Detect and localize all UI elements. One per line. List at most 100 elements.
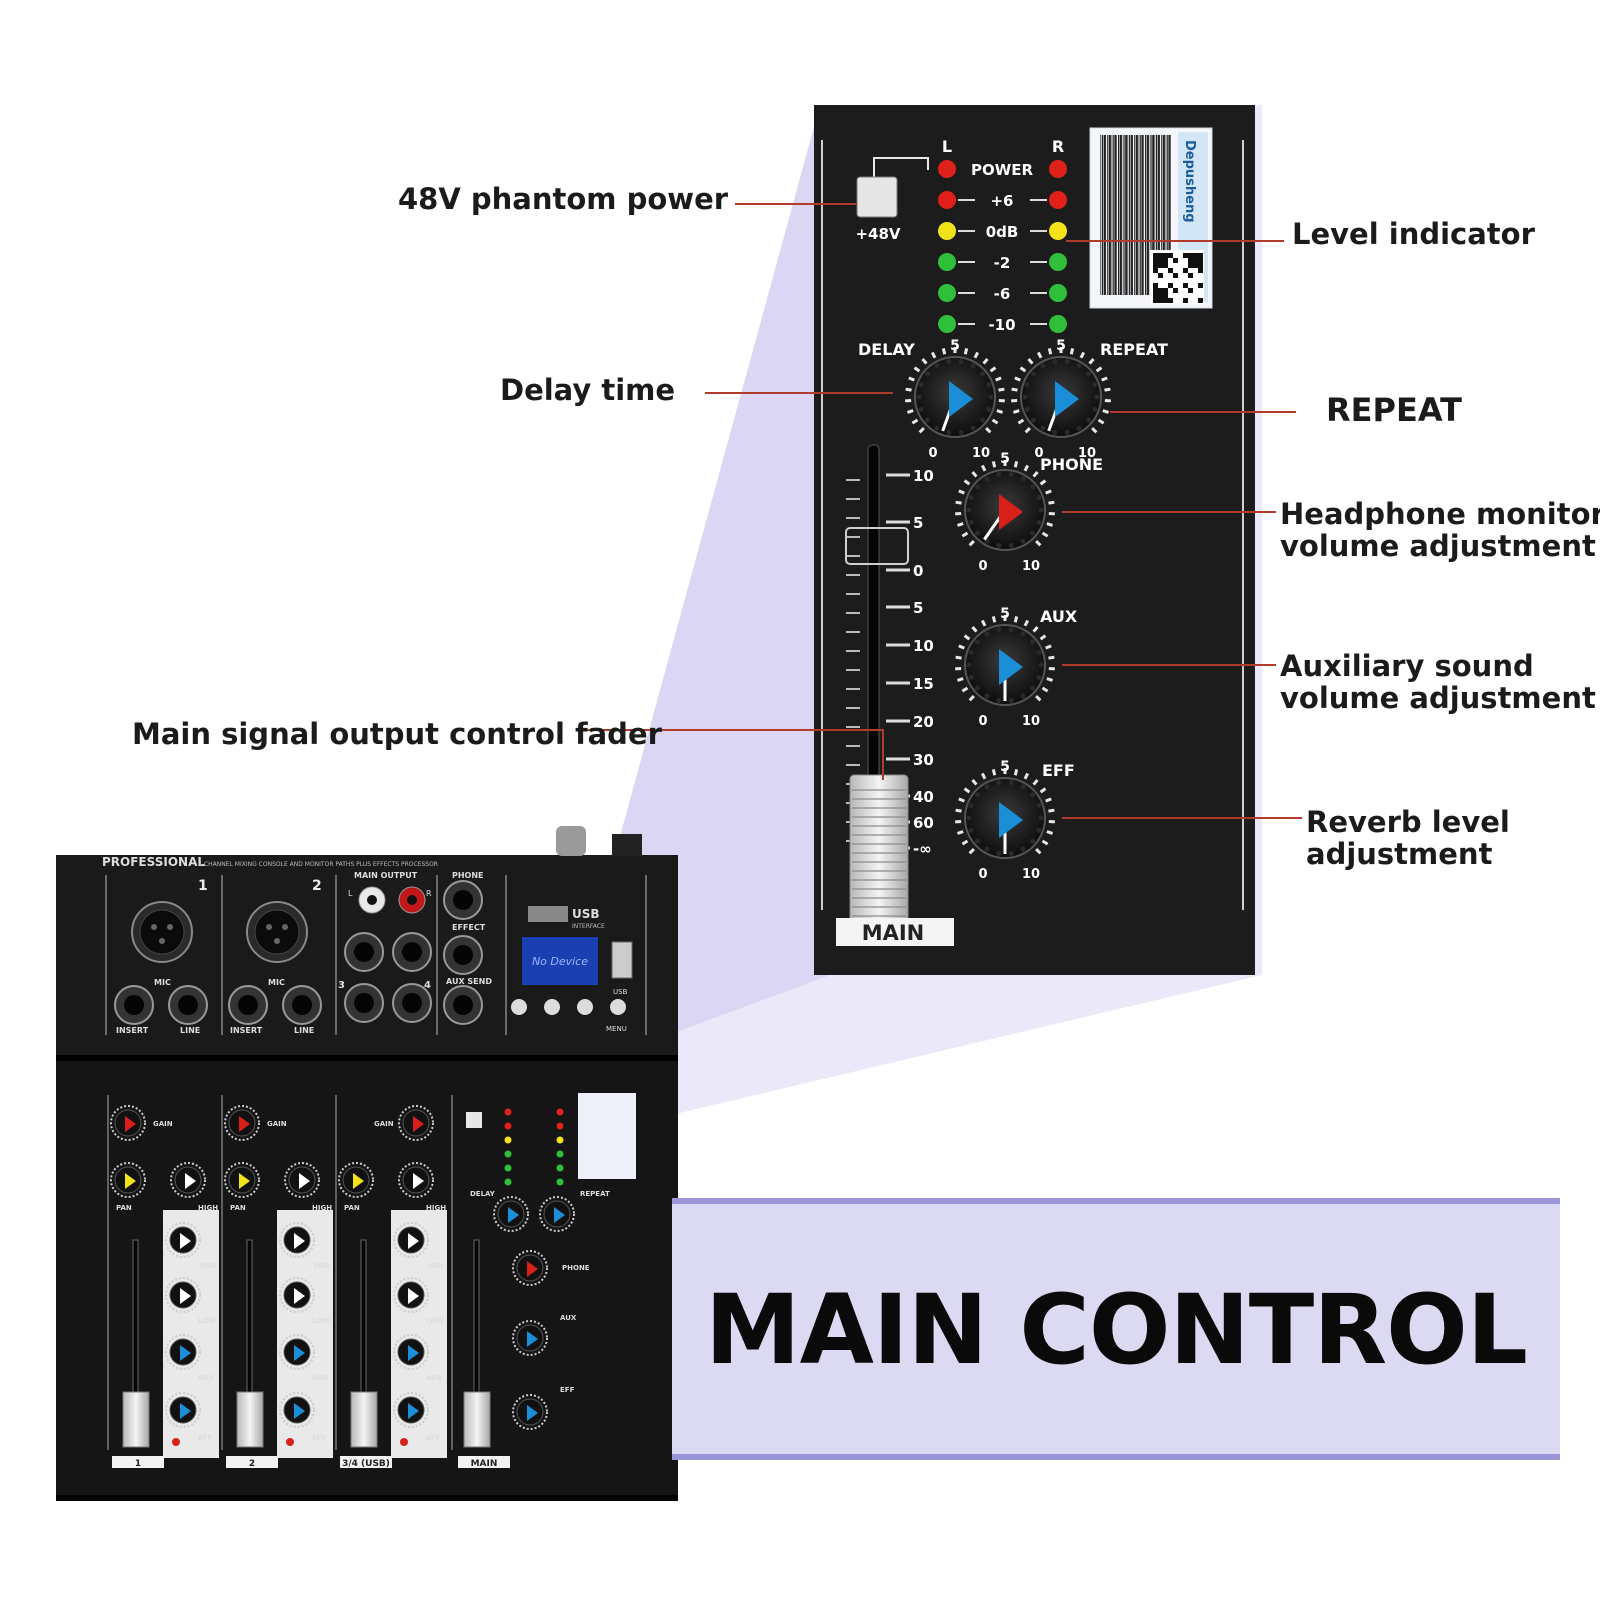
pan-knob-3[interactable] [338, 1162, 374, 1198]
insert1-label: INSERT [116, 1026, 149, 1035]
knob-grip [996, 850, 1002, 856]
high-knob-2[interactable] [284, 1162, 320, 1198]
mini-led-left-0 [504, 1108, 512, 1116]
low-knob-2[interactable] [279, 1277, 315, 1313]
knob-grip [968, 827, 974, 833]
knob-grip [974, 838, 980, 844]
mic1-xlr-input[interactable] [131, 901, 193, 963]
mini-delay-knob[interactable] [493, 1196, 529, 1232]
knob-tick [905, 387, 912, 392]
qr-cell [1188, 273, 1193, 278]
knob-tick [1048, 655, 1055, 660]
knob-tick [1045, 489, 1052, 495]
gain-knob-1[interactable] [110, 1105, 146, 1141]
pan-knob-1[interactable] [110, 1162, 146, 1198]
aux-knob-1[interactable] [165, 1334, 201, 1370]
effect-jack[interactable] [443, 935, 483, 975]
line2-jack[interactable] [282, 985, 322, 1025]
knob-grip [1094, 394, 1100, 400]
knob-grip [1020, 476, 1026, 482]
callout-fader-text: Main signal output control fader [132, 717, 662, 751]
qr-cell [1188, 253, 1193, 258]
low-knob-1[interactable] [165, 1277, 201, 1313]
knob-grip [924, 371, 930, 377]
led-left-1 [938, 191, 956, 209]
fader-scale-label: 5 [913, 514, 923, 532]
fader-cap-3[interactable] [350, 1391, 378, 1448]
main-out-rca-left[interactable] [358, 886, 386, 914]
knob-tick [973, 351, 980, 359]
high-knob-1[interactable] [170, 1162, 206, 1198]
mini-eff-knob[interactable] [512, 1394, 548, 1430]
mini-led-right-1 [556, 1122, 564, 1130]
sticker-brand: Depusheng [1182, 140, 1197, 223]
knob-grip [996, 627, 1002, 633]
high-knob-3[interactable] [398, 1162, 434, 1198]
usb-control-button-2[interactable] [577, 999, 593, 1015]
knob-tick [1041, 686, 1049, 693]
eff-knob-3[interactable] [393, 1392, 429, 1428]
led-left-3 [938, 253, 956, 271]
usb-control-button-0[interactable] [511, 999, 527, 1015]
fader-cap-1[interactable] [122, 1391, 150, 1448]
qr-cell [1153, 253, 1158, 258]
gain-knob-2[interactable] [224, 1105, 260, 1141]
mini-phantom-button[interactable] [466, 1112, 482, 1128]
qr-cell [1158, 263, 1163, 268]
gain-knob-3[interactable] [398, 1105, 434, 1141]
mini-phone-knob[interactable] [512, 1250, 548, 1286]
aux-knob-2[interactable] [279, 1334, 315, 1370]
main-fader-cap[interactable] [849, 774, 909, 926]
qr-cell [1153, 283, 1158, 288]
main-out-rca-right[interactable] [398, 886, 426, 914]
fader-cap-2[interactable] [236, 1391, 264, 1448]
knob-tick [1013, 769, 1019, 776]
insert2-jack[interactable] [228, 985, 268, 1025]
qr-cell [1188, 258, 1193, 263]
knob-grip [966, 815, 972, 821]
insert1-jack[interactable] [114, 985, 154, 1025]
callout-phone-line2: volume adjustment [1280, 529, 1596, 563]
barcode-bar [1132, 135, 1133, 295]
mid-knob-2[interactable] [279, 1222, 315, 1258]
line1-jack[interactable] [168, 985, 208, 1025]
usb-control-button-1[interactable] [544, 999, 560, 1015]
usb-control-button-3[interactable] [610, 999, 626, 1015]
qr-cell [1173, 273, 1178, 278]
mid-knob-3[interactable] [393, 1222, 429, 1258]
peak-led-3 [400, 1438, 408, 1446]
line4-jack[interactable] [392, 983, 432, 1023]
eff-knob-1[interactable] [165, 1392, 201, 1428]
line3-jack[interactable] [344, 983, 384, 1023]
knob-tick [1032, 626, 1039, 633]
mini-main-fader-cap[interactable] [463, 1391, 491, 1448]
mini-repeat-knob[interactable] [539, 1196, 575, 1232]
qr-cell [1183, 268, 1188, 273]
fader-scale-label: 30 [913, 751, 934, 769]
knob-tick [961, 686, 969, 693]
phantom-power-button[interactable] [856, 176, 898, 218]
eff-knob-2[interactable] [279, 1392, 315, 1428]
pan-knob-2[interactable] [224, 1162, 260, 1198]
mic2-xlr-input[interactable] [246, 901, 308, 963]
knob-grip [966, 507, 972, 513]
aux-knob-3[interactable] [393, 1334, 429, 1370]
low-knob-3[interactable] [393, 1277, 429, 1313]
mid-knob-1[interactable] [165, 1222, 201, 1258]
phone-jack[interactable] [443, 880, 483, 920]
knob-grip [918, 406, 924, 412]
main-out-jack-left[interactable] [344, 932, 384, 972]
qr-cell [1183, 253, 1188, 258]
fader-scale-label: 0 [913, 562, 923, 580]
main-out-jack-right[interactable] [392, 932, 432, 972]
knob-grip [1038, 662, 1044, 668]
usb-port[interactable] [611, 941, 633, 979]
mini-aux-knob[interactable] [512, 1320, 548, 1356]
meter-label-4: -6 [994, 285, 1011, 303]
aux-send-jack[interactable] [443, 985, 483, 1025]
